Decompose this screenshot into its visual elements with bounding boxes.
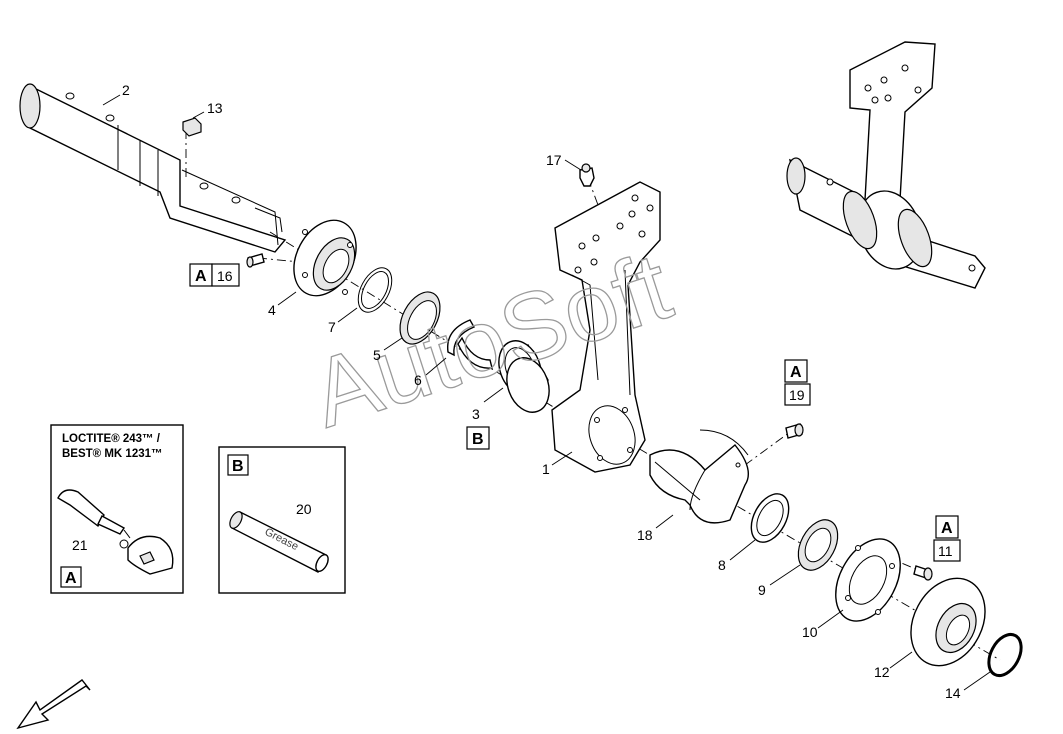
callout-8: 8: [718, 557, 726, 573]
callout-4: 4: [268, 302, 276, 318]
tag-b-3: B: [466, 426, 490, 450]
callout-9: 9: [758, 582, 766, 598]
bolt-part-11: [913, 565, 933, 581]
shell-part-18: [649, 429, 749, 524]
callout-1: 1: [542, 461, 550, 477]
callouts: 2 13 4 7 5 6 3 1 17 18 8 9 10 12 14: [122, 82, 961, 701]
grease-nipple-part-17: [579, 163, 595, 187]
tag-a-16: A 16: [189, 263, 240, 287]
callout-6: 6: [414, 372, 422, 388]
callout-14: 14: [945, 685, 961, 701]
callout-7: 7: [328, 319, 336, 335]
panel-loctite: LOCTITE® 243™ / BEST® MK 1231™ 21 A: [50, 424, 184, 594]
assembled-view: [786, 41, 986, 289]
callout-19: 19: [789, 387, 805, 403]
callout-11: 11: [938, 543, 953, 559]
seal-part-5: [399, 291, 441, 345]
washer-part-8: [750, 493, 790, 543]
callout-16: 16: [217, 268, 233, 284]
tag-a-19-letter: A: [790, 364, 802, 381]
plug-part-13: [182, 117, 202, 137]
callout-10: 10: [802, 624, 818, 640]
arm-bracket-part-1: [551, 181, 661, 473]
half-bushing-part-6: [446, 319, 493, 369]
panel-loctite-line1: LOCTITE® 243™ /: [62, 433, 161, 445]
hub-part-12: [910, 577, 986, 667]
callout-18: 18: [637, 527, 653, 543]
tag-a-11-letter: A: [941, 520, 953, 537]
tag-a-19: A 19: [784, 359, 811, 406]
shaft-part-2: [19, 83, 287, 253]
panel-grease: B Grease 20: [218, 446, 346, 594]
flange-part-10: [835, 538, 901, 622]
nut-part-9: [797, 519, 839, 571]
orientation-arrow-icon: [16, 679, 91, 730]
callout-20: 20: [296, 501, 312, 517]
tag-b-3-letter: B: [472, 431, 484, 448]
callout-3: 3: [472, 406, 480, 422]
screw-part-16: [246, 253, 265, 268]
bushing-part-3: [498, 340, 550, 413]
tag-a-16-letter: A: [195, 268, 207, 285]
callout-5: 5: [373, 347, 381, 363]
tag-a-11: A 11: [933, 515, 961, 562]
callout-13: 13: [207, 100, 223, 116]
leader-lines: [102, 94, 991, 691]
callout-21: 21: [72, 537, 88, 553]
panel-grease-tag: B: [232, 458, 244, 475]
snap-ring-part-7: [357, 267, 393, 313]
ring-part-14: [987, 632, 1023, 678]
rivet-part-19: [785, 423, 804, 439]
panel-loctite-line2: BEST® MK 1231™: [62, 448, 163, 460]
panel-loctite-tag: A: [65, 570, 77, 587]
callout-12: 12: [874, 664, 890, 680]
callout-17: 17: [546, 152, 562, 168]
flange-part-4: [293, 219, 357, 297]
callout-2: 2: [122, 82, 130, 98]
